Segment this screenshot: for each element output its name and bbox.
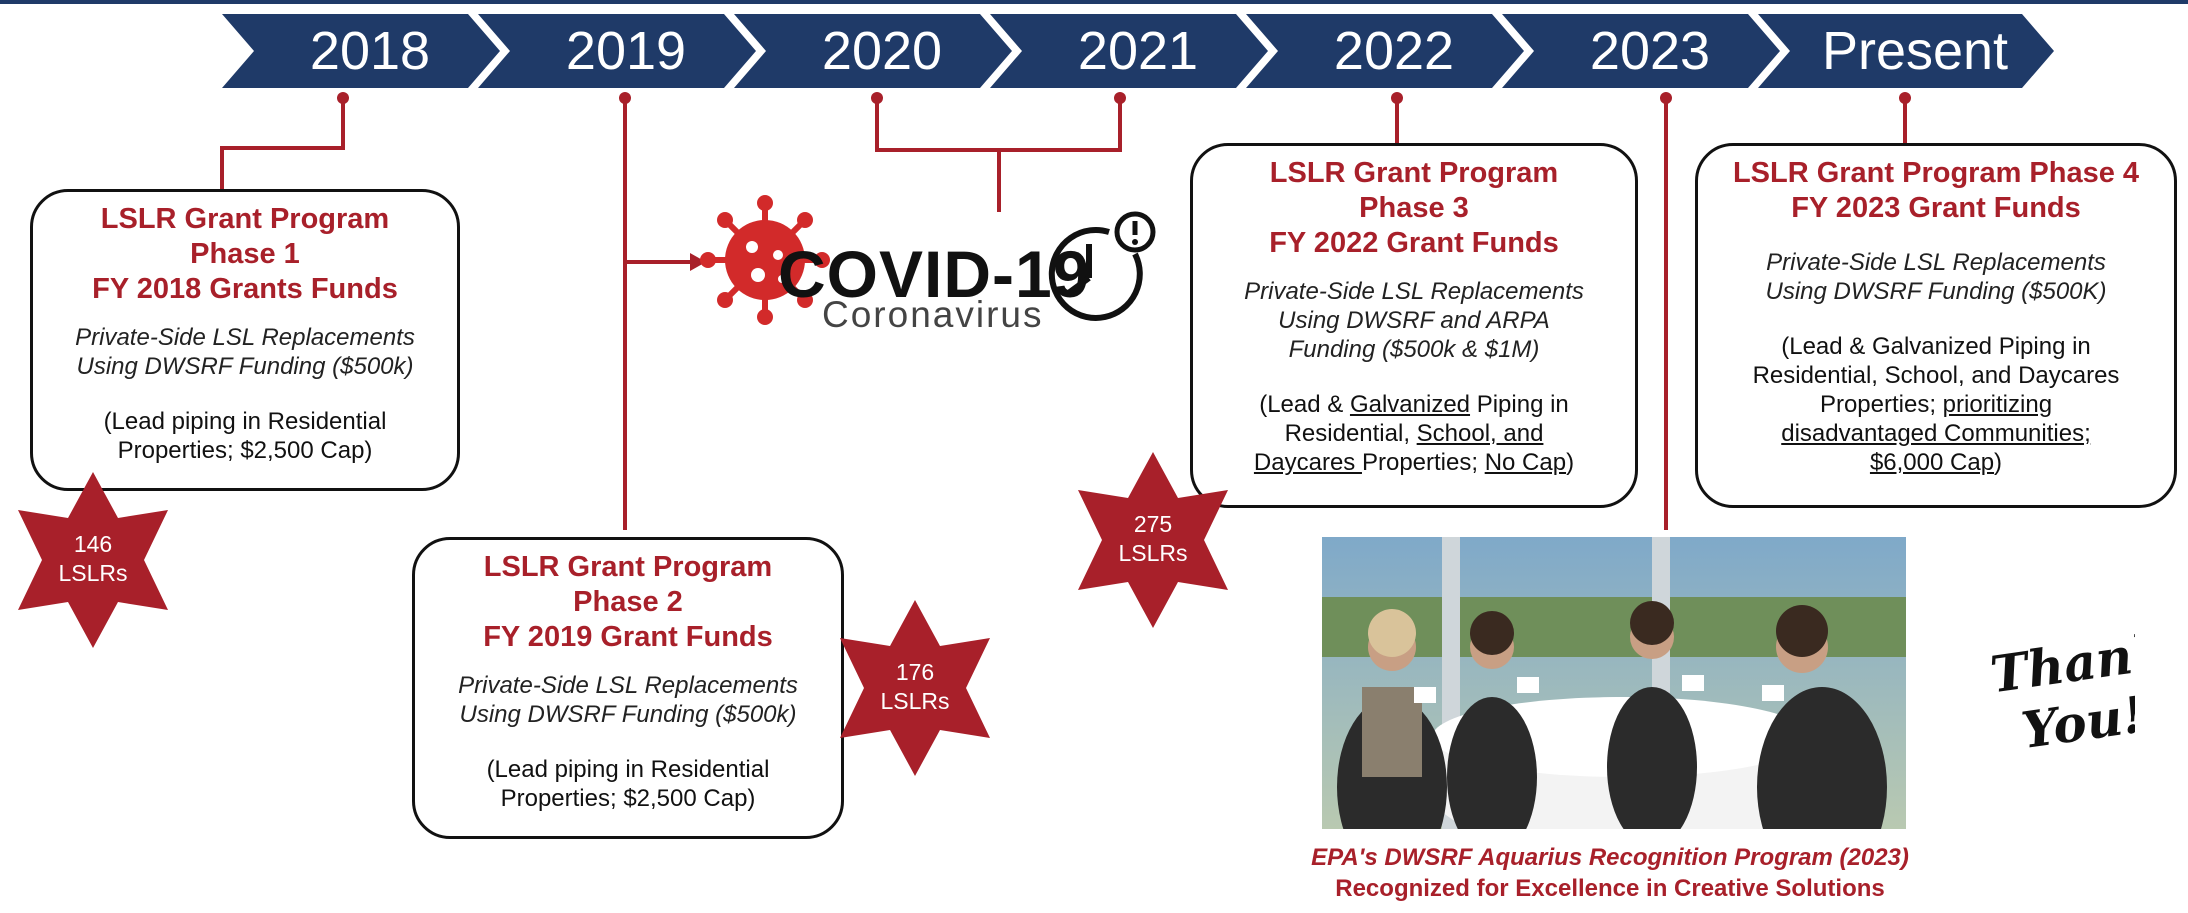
recognition-photo — [1322, 537, 1906, 829]
recognition-caption: EPA's DWSRF Aquarius Recognition Program… — [1311, 844, 1909, 871]
phase-3-title: LSLR Grant Program Phase 3 FY 2022 Grant… — [1269, 157, 1559, 259]
timeline-year-2019: 2019 — [478, 14, 756, 88]
phase-2-box: LSLR Grant Program Phase 2 FY 2019 Grant… — [412, 537, 844, 839]
phase-4-box: LSLR Grant Program Phase 4 FY 2023 Grant… — [1695, 143, 2177, 508]
badge-star-176 — [840, 600, 990, 776]
phase-4-note: (Lead & Galvanized Piping in Residential… — [1752, 333, 2120, 476]
top-rule — [0, 0, 2188, 4]
phase-3-box: LSLR Grant Program Phase 3 FY 2022 Grant… — [1190, 143, 1638, 508]
timeline-year-2020: 2020 — [734, 14, 1012, 88]
timeline-year-2022: 2022 — [1246, 14, 1524, 88]
covid-title: COVID-19 — [778, 237, 1091, 311]
phase-1-note: (Lead piping in Residential Properties; … — [103, 408, 387, 464]
badge-star-275 — [1078, 452, 1228, 628]
thank-you-lettering: Thank You! — [1987, 625, 2135, 760]
phase-1-title: LSLR Grant Program Phase 1 FY 2018 Grant… — [92, 203, 398, 305]
phase-4-title: LSLR Grant Program Phase 4 FY 2023 Grant… — [1732, 157, 2140, 224]
virus-icon — [700, 195, 830, 325]
phase-2-title: LSLR Grant Program Phase 2 FY 2019 Grant… — [483, 551, 773, 653]
timeline-year-present: Present — [1758, 14, 2054, 88]
phase-4-funding: Private-Side LSL Replacements Using DWSR… — [1765, 249, 2107, 305]
clock-alert-icon — [1048, 211, 1156, 321]
timeline-year-2018: 2018 — [222, 14, 500, 88]
badge-star-146 — [18, 472, 168, 648]
covid-subtitle: Coronavirus — [822, 294, 1044, 335]
timeline-year-2021: 2021 — [990, 14, 1268, 88]
timeline-year-2023: 2023 — [1502, 14, 1780, 88]
phase-2-funding: Private-Side LSL Replacements Using DWSR… — [458, 672, 798, 728]
phase-3-funding: Private-Side LSL Replacements Using DWSR… — [1244, 278, 1584, 363]
recognition-subcaption: Recognized for Excellence in Creative So… — [1335, 875, 1885, 902]
phase-2-note: (Lead piping in Residential Properties; … — [486, 756, 770, 812]
phase-3-note: (Lead & Galvanized Piping in Residential… — [1253, 391, 1575, 476]
phase-1-funding: Private-Side LSL Replacements Using DWSR… — [75, 324, 415, 380]
phase-1-box: LSLR Grant Program Phase 1 FY 2018 Grant… — [30, 189, 460, 491]
